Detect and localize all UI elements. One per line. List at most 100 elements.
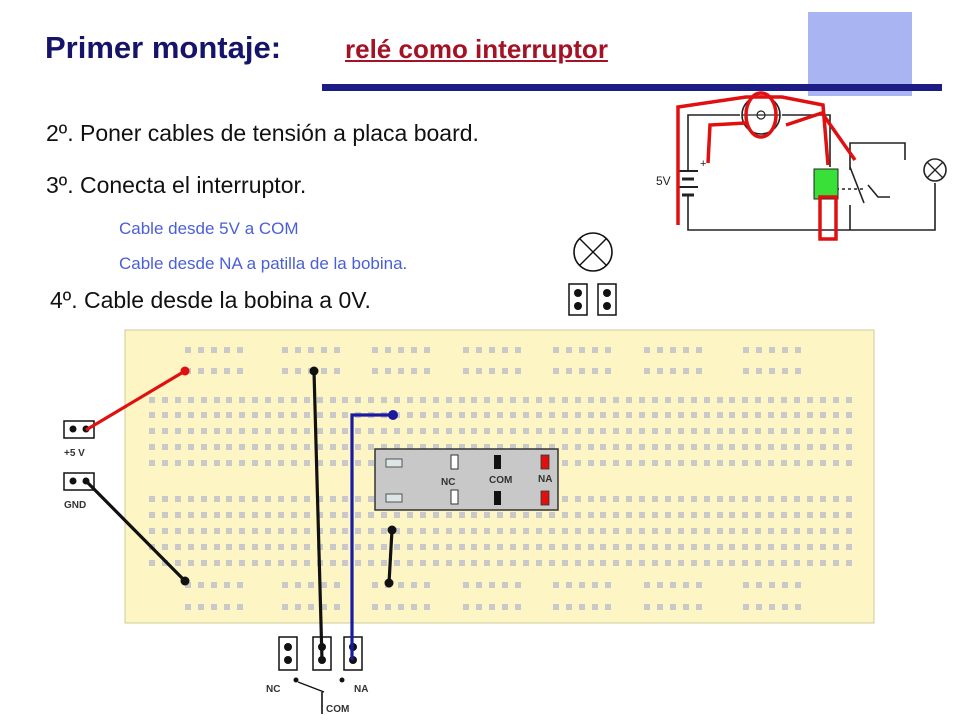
breadboard-hole: [833, 397, 839, 403]
breadboard-hole: [308, 347, 314, 353]
breadboard-hole: [549, 512, 555, 518]
breadboard-hole: [201, 496, 207, 502]
breadboard-hole: [665, 560, 671, 566]
breadboard-hole: [304, 512, 310, 518]
breadboard-hole: [820, 444, 826, 450]
step-2-text: 2º. Poner cables de tensión a placa boar…: [46, 120, 479, 146]
breadboard-hole: [476, 347, 482, 353]
breadboard-hole: [846, 496, 852, 502]
breadboard-hole: [652, 544, 658, 550]
breadboard-hole: [459, 444, 465, 450]
breadboard-hole: [162, 460, 168, 466]
breadboard-hole: [175, 444, 181, 450]
breadboard-hole: [523, 397, 529, 403]
breadboard-hole: [162, 412, 168, 418]
breadboard-hole: [149, 512, 155, 518]
breadboard-hole: [226, 460, 232, 466]
breadboard-hole: [742, 560, 748, 566]
breadboard-hole: [644, 368, 650, 374]
breadboard-hole: [536, 512, 542, 518]
breadboard-hole: [807, 544, 813, 550]
breadboard-hole: [742, 460, 748, 466]
breadboard-hole: [355, 512, 361, 518]
breadboard-hole: [201, 397, 207, 403]
breadboard-hole: [794, 412, 800, 418]
breadboard-hole: [600, 397, 606, 403]
breadboard-hole: [381, 512, 387, 518]
breadboard-hole: [639, 428, 645, 434]
power-gnd-label: GND: [64, 500, 86, 511]
breadboard-hole: [588, 444, 594, 450]
breadboard-hole: [471, 528, 477, 534]
breadboard-hole: [459, 397, 465, 403]
breadboard-hole: [265, 496, 271, 502]
breadboard-hole: [536, 428, 542, 434]
breadboard-hole: [278, 560, 284, 566]
breadboard-hole: [459, 544, 465, 550]
breadboard-hole: [484, 544, 490, 550]
breadboard-hole: [644, 604, 650, 610]
breadboard-hole: [729, 560, 735, 566]
breadboard-hole: [471, 512, 477, 518]
breadboard-hole: [652, 444, 658, 450]
breadboard-hole: [484, 444, 490, 450]
breadboard-hole: [278, 397, 284, 403]
breadboard-hole: [536, 444, 542, 450]
breadboard-diagram: NC COM NA +5 V GND NC NA COM: [63, 329, 875, 715]
breadboard-hole: [407, 397, 413, 403]
breadboard-hole: [626, 496, 632, 502]
breadboard-hole: [201, 428, 207, 434]
wire-com: [312, 370, 324, 661]
breadboard-hole: [295, 347, 301, 353]
wire-bobina-0v: [387, 529, 394, 584]
breadboard-hole: [600, 544, 606, 550]
breadboard-hole: [433, 544, 439, 550]
breadboard-hole: [717, 412, 723, 418]
breadboard-hole: [381, 544, 387, 550]
breadboard-hole: [717, 397, 723, 403]
switch-com-label: COM: [326, 704, 349, 715]
breadboard-hole: [613, 496, 619, 502]
breadboard-hole: [175, 512, 181, 518]
breadboard-hole: [424, 604, 430, 610]
breadboard-hole: [424, 582, 430, 588]
breadboard-hole: [755, 397, 761, 403]
breadboard-hole: [252, 544, 258, 550]
breadboard-hole: [407, 512, 413, 518]
breadboard-hole: [768, 412, 774, 418]
breadboard-hole: [729, 496, 735, 502]
breadboard-hole: [265, 444, 271, 450]
breadboard-hole: [188, 496, 194, 502]
breadboard-hole: [411, 604, 417, 610]
breadboard-hole: [683, 604, 689, 610]
breadboard-hole: [239, 528, 245, 534]
breadboard-hole: [407, 544, 413, 550]
breadboard-hole: [304, 397, 310, 403]
breadboard-hole: [201, 444, 207, 450]
breadboard-hole: [224, 582, 230, 588]
breadboard-hole: [575, 544, 581, 550]
breadboard-hole: [252, 397, 258, 403]
breadboard-hole: [729, 428, 735, 434]
switch-nc-label: NC: [266, 684, 280, 695]
breadboard-hole: [781, 560, 787, 566]
breadboard-hole: [600, 428, 606, 434]
breadboard-hole: [239, 560, 245, 566]
breadboard-hole: [226, 496, 232, 502]
breadboard-hole: [657, 582, 663, 588]
breadboard-hole: [188, 397, 194, 403]
breadboard-hole: [459, 412, 465, 418]
breadboard-hole: [175, 460, 181, 466]
breadboard-hole: [291, 528, 297, 534]
breadboard-hole: [605, 368, 611, 374]
breadboard-hole: [691, 528, 697, 534]
breadboard-hole: [278, 528, 284, 534]
breadboard-hole: [691, 397, 697, 403]
breadboard-hole: [355, 444, 361, 450]
breadboard-hole: [755, 428, 761, 434]
breadboard-hole: [575, 397, 581, 403]
breadboard-hole: [497, 512, 503, 518]
breadboard-hole: [149, 428, 155, 434]
breadboard-hole: [149, 444, 155, 450]
breadboard-hole: [768, 544, 774, 550]
